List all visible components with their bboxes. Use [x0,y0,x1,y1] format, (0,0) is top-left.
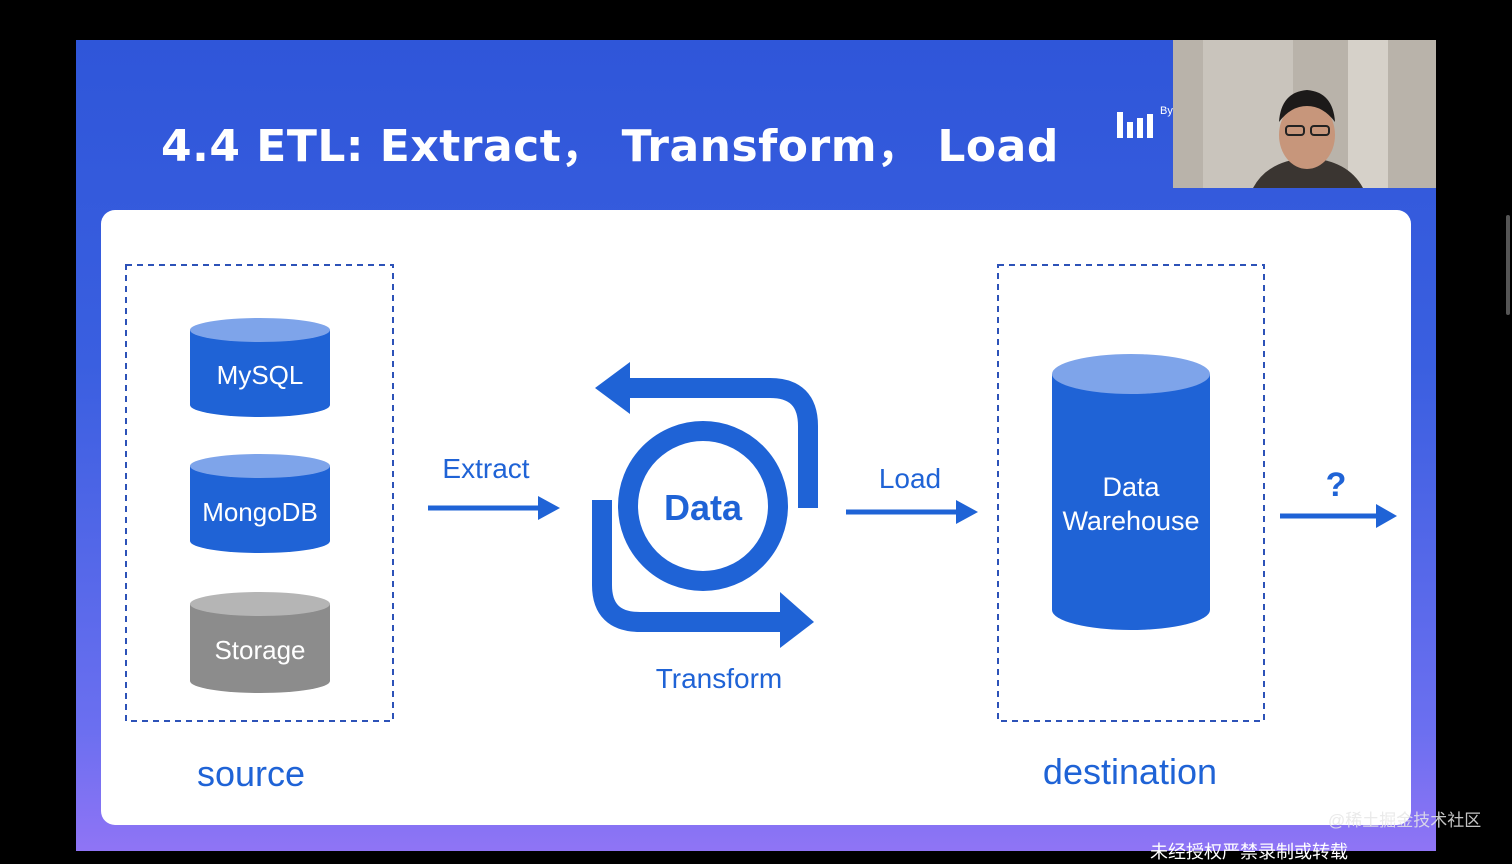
transform-cycle-icon [592,362,818,648]
scrollbar[interactable] [1506,215,1510,315]
warehouse-label-line1: Data [1102,472,1160,502]
webcam-video [1173,40,1436,188]
extract-arrow [428,496,560,520]
extract-label: Extract [442,453,529,484]
db-label-mongodb: MongoDB [202,497,318,527]
db-label-mysql: MySQL [217,360,304,390]
storage-cylinder: Storage [190,592,330,693]
load-arrow [846,500,978,524]
destination-group-border [997,264,1265,722]
destination-label: destination [1043,751,1217,792]
mysql-cylinder: MySQL [190,318,330,417]
question-label: ? [1326,466,1347,504]
warehouse-label-line2: Warehouse [1062,506,1199,536]
watermark-text: @稀土掘金技术社区 [1328,811,1482,830]
transform-label: Transform [656,663,783,694]
db-label-storage: Storage [214,635,305,665]
next-step-arrow [1280,504,1397,528]
bar-chart-logo-icon: By [1117,105,1173,138]
logo-by-label: By [1160,105,1173,117]
slide-title: 4.4 ETL: Extract， Transform， Load [161,121,1059,172]
presenter-avatar [1173,40,1436,188]
source-label: source [197,753,305,794]
source-group-border [125,264,394,722]
data-warehouse-cylinder: Data Warehouse [1052,354,1210,630]
data-center-label: Data [664,487,743,528]
mongodb-cylinder: MongoDB [190,454,330,553]
footer-notice: 未经授权严禁录制或转载 [1150,842,1348,862]
load-label: Load [879,463,941,494]
